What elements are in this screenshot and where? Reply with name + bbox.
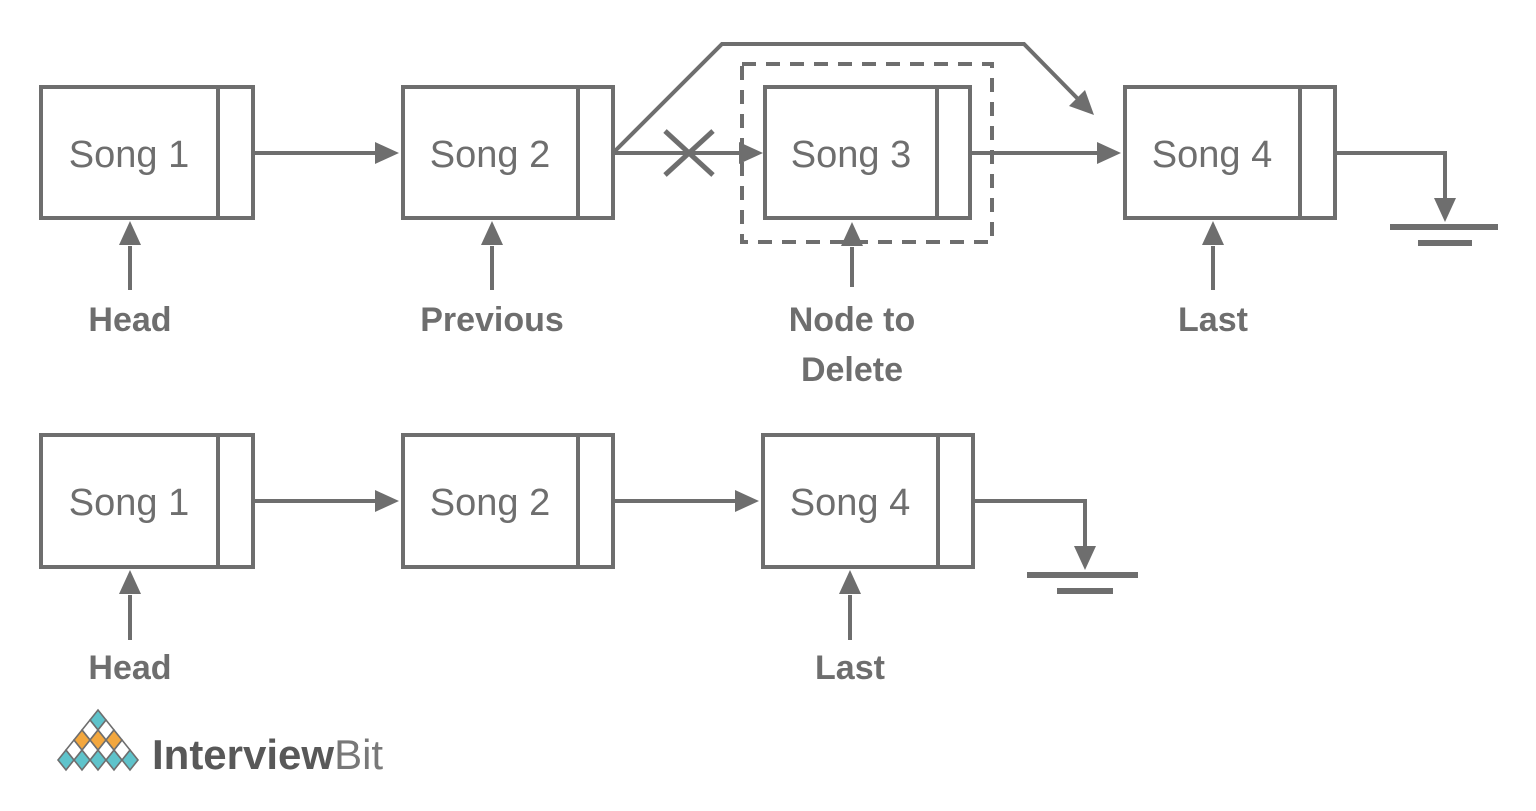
top-last-pointer: Last	[1178, 221, 1248, 339]
bottom-node-song-2: Song 2	[401, 433, 615, 569]
bottom-null-ground-icon	[973, 499, 1138, 594]
bottom-node-song-2-label: Song 2	[430, 482, 550, 524]
bottom-next-arrow-2	[613, 490, 759, 512]
top-node-song-2-label: Song 2	[430, 134, 550, 176]
logo-pyramid-icon	[56, 708, 140, 772]
bypass-arrow	[611, 42, 1094, 155]
top-node-song-4: Song 4	[1123, 85, 1337, 220]
bottom-node-song-1-label: Song 1	[69, 482, 189, 524]
broken-link-x-icon	[663, 129, 715, 177]
bottom-next-arrow-1	[253, 490, 399, 512]
top-node-song-4-label: Song 4	[1152, 134, 1272, 176]
bottom-node-song-4-label: Song 4	[790, 482, 910, 524]
bottom-head-pointer-label: Head	[88, 649, 171, 687]
top-node-song-3: Song 3	[763, 85, 972, 220]
bottom-last-pointer: Last	[815, 570, 885, 687]
bottom-node-song-4: Song 4	[761, 433, 975, 569]
diagram-root: Song 1 Song 2	[39, 42, 1498, 778]
top-node-song-2: Song 2	[401, 85, 615, 220]
bottom-node-song-1: Song 1	[39, 433, 255, 569]
top-node-song-1-label: Song 1	[69, 134, 189, 176]
top-null-ground-icon	[1335, 151, 1498, 246]
top-next-arrow-1	[253, 142, 399, 164]
top-next-arrow-3	[970, 142, 1121, 164]
top-head-pointer: Head	[88, 221, 172, 339]
top-node-song-3-label: Song 3	[791, 134, 911, 176]
interviewbit-logo: InterviewBit	[56, 708, 383, 778]
top-previous-pointer: Previous	[420, 221, 564, 339]
top-head-pointer-label: Head	[88, 301, 171, 339]
top-node-to-delete-label-line2: Delete	[801, 351, 903, 389]
logo-wordmark-secondary: Bit	[334, 731, 383, 778]
top-last-pointer-label: Last	[1178, 301, 1248, 339]
logo-wordmark: InterviewBit	[152, 731, 383, 778]
top-node-to-delete-label-line1: Node to	[789, 301, 916, 339]
top-previous-pointer-label: Previous	[420, 301, 564, 339]
bottom-head-pointer: Head	[88, 570, 172, 687]
top-broken-next-arrow	[613, 142, 763, 164]
logo-wordmark-primary: Interview	[152, 731, 334, 778]
bottom-last-pointer-label: Last	[815, 649, 885, 687]
top-node-song-1: Song 1	[39, 85, 255, 220]
top-node-to-delete-pointer: Node to Delete	[789, 222, 916, 389]
